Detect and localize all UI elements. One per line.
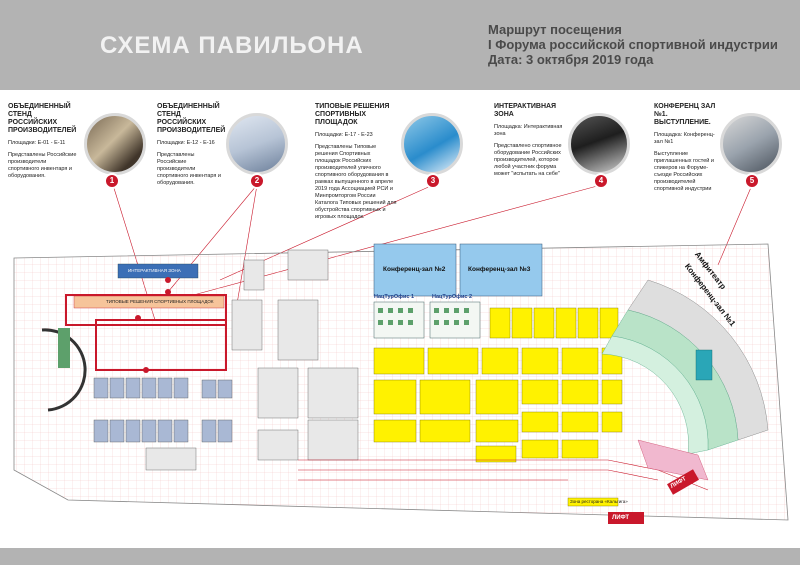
stop-3-photo <box>401 113 463 175</box>
lift-2-label[interactable]: ЛИФТ <box>612 515 630 521</box>
stop-3-text: Представлены Типовые решения Спортивных … <box>315 144 397 220</box>
stop-5-area: Площадка: Конференц-зал №1 <box>654 132 715 145</box>
stop-3-heading: ТИПОВЫЕ РЕШЕНИЯ СПОРТИВНЫХ ПЛОЩАДОК <box>315 103 390 126</box>
route-markers <box>135 277 171 373</box>
amphitheater-area <box>601 279 769 455</box>
stop-5-heading: КОНФЕРЕНЦ ЗАЛ №1. ВЫСТУПЛЕНИЕ. <box>654 103 716 126</box>
interactive-zone-block <box>117 263 199 279</box>
stop-5-photo <box>720 113 782 175</box>
conference-hall-3 <box>459 243 543 297</box>
office-1-label[interactable]: НацТурОфис 1 <box>374 294 415 300</box>
stop-1-area: Площадки: Е-01 - Е-11 <box>8 140 66 146</box>
stop-1-heading: ОБЪЕДИНЕННЫЙ СТЕНД РОССИЙСКИХ ПРОИЗВОДИТ… <box>8 103 77 134</box>
route-event: I Форума российской спортивной индустрии <box>488 37 778 52</box>
lift-1-block <box>667 469 699 495</box>
conference-hall-2 <box>373 243 457 297</box>
conf-hall-3-label[interactable]: Конференц-зал №3 <box>468 266 531 273</box>
stop-2-marker[interactable]: 2 <box>249 173 265 189</box>
stop-1-text: Представлены Российские производители сп… <box>8 152 77 179</box>
stop-3-area: Площадки: Е-17 - Е-23 <box>315 132 373 138</box>
stop-2-area: Площадки: Е-12 - Е-16 <box>157 140 215 146</box>
header-banner: СХЕМА ПАВИЛЬОНА <box>0 0 800 90</box>
stop-2-text: Представлены Российские производители сп… <box>157 152 221 186</box>
grey-booths <box>145 249 359 471</box>
stage <box>695 349 713 381</box>
office-2-label[interactable]: НацТурОфис 2 <box>432 294 473 300</box>
stop-3-marker[interactable]: 3 <box>425 173 441 189</box>
restaurant-label[interactable]: Зона ресторана «Кальгига» <box>570 499 628 504</box>
stop-5-caption: КОНФЕРЕНЦ ЗАЛ №1. ВЫСТУПЛЕНИЕ. Площадка:… <box>654 103 718 193</box>
left-green-strip <box>58 328 70 368</box>
interactive-zone-label[interactable]: ИНТЕРАКТИВНАЯ ЗОНА <box>128 268 181 273</box>
stop-2-photo <box>226 113 288 175</box>
stop-1-caption: ОБЪЕДИНЕННЫЙ СТЕНД РОССИЙСКИХ ПРОИЗВОДИТ… <box>8 103 78 180</box>
restaurant-zone <box>567 497 619 507</box>
route-zone-top <box>65 294 227 326</box>
stop-3-caption: ТИПОВЫЕ РЕШЕНИЯ СПОРТИВНЫХ ПЛОЩАДОК Площ… <box>315 103 397 221</box>
route-info: Маршрут посещения I Форума российской сп… <box>488 22 778 67</box>
stop-5-marker[interactable]: 5 <box>744 173 760 189</box>
typical-solutions-label[interactable]: ТИПОВЫЕ РЕШЕНИЯ СПОРТИВНЫХ ПЛОЩАДОК <box>106 299 214 304</box>
page-title: СХЕМА ПАВИЛЬОНА <box>100 32 364 59</box>
stop-4-marker[interactable]: 4 <box>593 173 609 189</box>
stop-4-photo <box>568 113 630 175</box>
left-booths <box>93 377 233 443</box>
route-title: Маршрут посещения <box>488 22 622 37</box>
route-date: Дата: 3 октября 2019 года <box>488 52 654 67</box>
stop-4-text: Представлено спортивное оборудование Рос… <box>494 143 562 177</box>
yellow-booths <box>373 307 623 463</box>
stop-4-caption: ИНТЕРАКТИВНАЯ ЗОНА Площадка: Интерактивн… <box>494 103 566 178</box>
conf-hall-2-label[interactable]: Конференц-зал №2 <box>383 266 446 273</box>
lift-ramp <box>637 439 709 481</box>
stop-2-heading: ОБЪЕДИНЕННЫЙ СТЕНД РОССИЙСКИХ ПРОИЗВОДИТ… <box>157 103 226 134</box>
stop-5-text: Выступление приглашенных гостей и спикер… <box>654 151 714 192</box>
footer-bar <box>0 548 800 565</box>
stop-4-heading: ИНТЕРАКТИВНАЯ ЗОНА <box>494 103 557 118</box>
stop-2-caption: ОБЪЕДИНЕННЫЙ СТЕНД РОССИЙСКИХ ПРОИЗВОДИТ… <box>157 103 225 187</box>
stop-1-photo <box>84 113 146 175</box>
lift-2-block <box>608 512 644 524</box>
stop-1-marker[interactable]: 1 <box>104 173 120 189</box>
floor-plan <box>13 243 789 524</box>
stop-4-area: Площадка: Интерактивная зона <box>494 124 563 137</box>
typical-solutions-block <box>73 295 225 309</box>
office-seats <box>378 308 469 325</box>
route-zone-bottom <box>95 319 227 371</box>
